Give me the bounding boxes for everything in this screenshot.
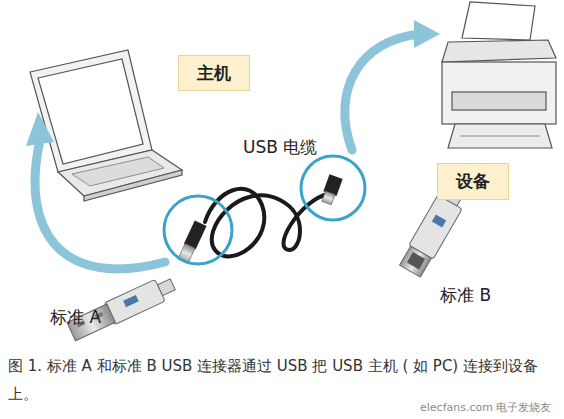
arrow-head	[414, 20, 440, 48]
watermark: elecfans.com 电子发烧友	[420, 400, 551, 415]
box-text: 主机	[197, 62, 231, 85]
highlight-circle	[301, 156, 365, 220]
usb-a-plug	[177, 220, 207, 264]
connector-label: 标准 B	[440, 284, 491, 307]
cable-label: USB 电缆	[243, 136, 317, 159]
laptop-icon	[30, 50, 182, 201]
highlight-circle	[164, 196, 232, 264]
usb-cable	[205, 189, 328, 257]
box-text: 设备	[456, 170, 490, 193]
connector-label: 标准 A	[50, 306, 101, 329]
arrow-head	[26, 112, 54, 146]
printer-icon	[442, 2, 556, 148]
usb-b-plug	[320, 174, 343, 205]
figure-caption: 图 1. 标准 A 和标准 B USB 连接器通过 USB 把 USB 主机 (…	[8, 352, 556, 408]
direction-arrow	[35, 34, 420, 269]
label-box: 主机	[178, 55, 250, 91]
label-box: 设备	[437, 163, 509, 200]
